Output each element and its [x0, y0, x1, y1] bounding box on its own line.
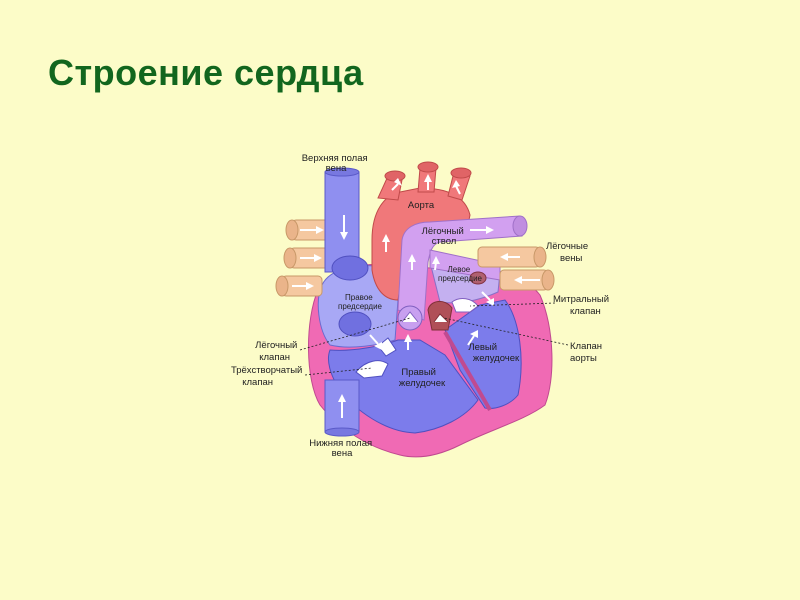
pulmonary-veins-right — [477, 246, 555, 291]
page-title: Строение сердца — [48, 52, 364, 93]
superior-vena-cava — [324, 171, 360, 273]
label-aortic-valve: Клапан аорты — [570, 341, 605, 364]
label-pulmonary-valve: Лёгочный клапан — [255, 340, 300, 363]
septum — [443, 331, 492, 411]
label-tricuspid-valve: Трёхстворчатый клапан — [231, 365, 305, 388]
label-pulmonary-trunk: Лёгочный ствол — [422, 226, 467, 247]
label-inferior-vena-cava: Нижняя полая вена — [309, 438, 375, 459]
label-aorta: Аорта — [408, 200, 435, 211]
flow-arrows — [292, 174, 540, 418]
pulmonary-valve-shape — [397, 305, 423, 331]
leader-lines — [299, 302, 569, 376]
tricuspid-valve-shape — [355, 337, 397, 379]
label-pulmonary-veins: Лёгочные вены — [546, 241, 591, 264]
label-mitral-valve: Митральный клапан — [553, 294, 612, 317]
label-superior-vena-cava: Верхняя полая вена — [302, 153, 371, 174]
label-left-atrium: Левое предсердие — [438, 265, 483, 283]
mitral-valve-shape — [451, 298, 479, 313]
label-left-ventricle: Левый желудочек — [468, 342, 520, 364]
aortic-valve-shape — [427, 301, 453, 331]
label-right-ventricle: Правый желудочек — [399, 367, 446, 389]
label-right-atrium: Правое предсердие — [338, 293, 383, 311]
